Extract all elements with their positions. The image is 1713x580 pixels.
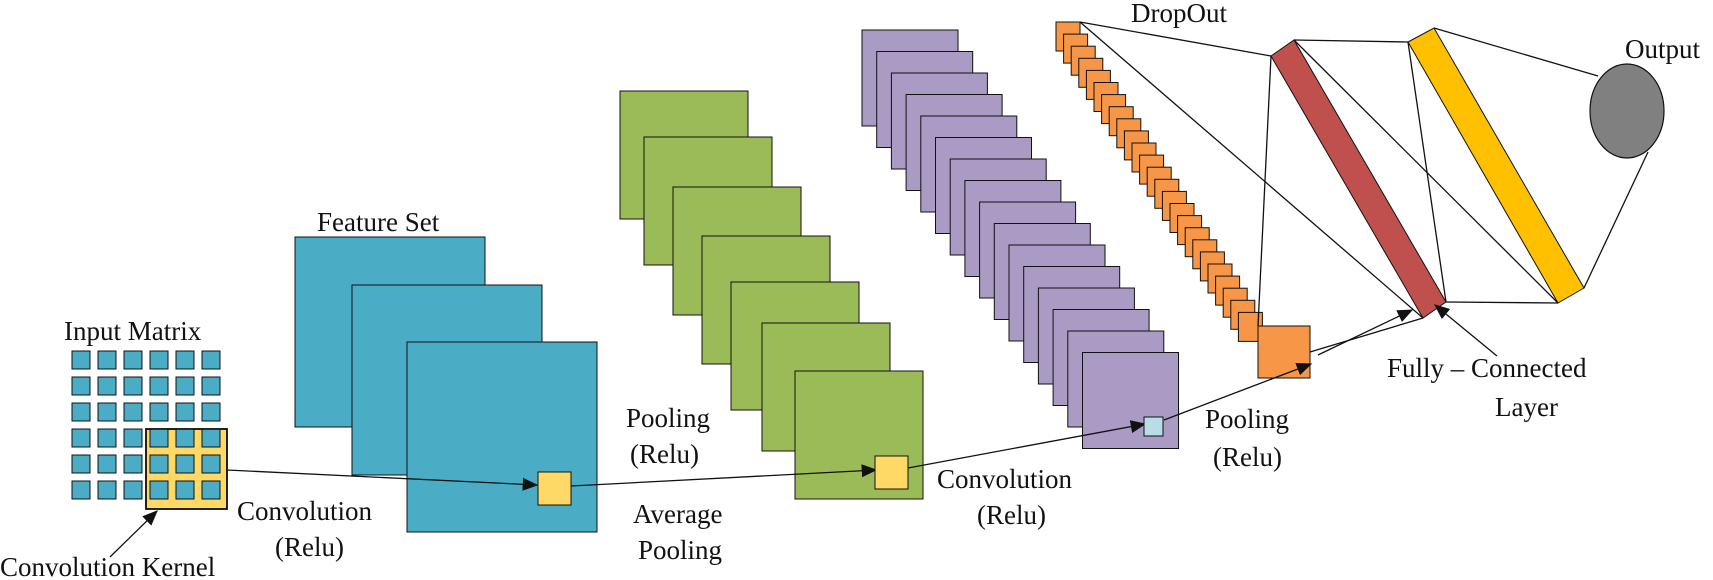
label-convolution-1-relu: (Relu) — [275, 532, 344, 562]
input-matrix-cell — [97, 454, 117, 474]
input-matrix-cell — [123, 428, 143, 448]
pooling-highlight-square — [874, 455, 909, 490]
convolution-maps — [861, 29, 1179, 449]
label-convolution-1: Convolution — [237, 496, 373, 526]
input-matrix-cell — [123, 454, 143, 474]
dropout-maps — [1055, 21, 1311, 379]
kernel-cell — [175, 480, 195, 500]
input-matrix-cell — [97, 402, 117, 422]
feature-set-maps — [294, 236, 598, 533]
input-matrix-cell — [175, 350, 195, 370]
feature-highlight-square — [537, 471, 572, 506]
kernel-cell — [149, 480, 169, 500]
data-flow-arrows — [109, 304, 1498, 558]
output-node — [1589, 63, 1665, 159]
input-matrix-cell — [71, 350, 91, 370]
fully-connected-layer-1 — [1270, 39, 1447, 319]
input-matrix-cell — [175, 402, 195, 422]
input-matrix-cell — [71, 454, 91, 474]
label-average-pooling-2: Pooling — [638, 535, 722, 565]
label-average-pooling: Average — [633, 499, 722, 529]
input-matrix-cell — [97, 376, 117, 396]
label-convolution-2-relu: (Relu) — [977, 500, 1046, 530]
input-matrix-cell — [71, 376, 91, 396]
input-matrix-cell — [71, 402, 91, 422]
input-matrix-cell — [201, 402, 221, 422]
input-matrix-cell — [201, 350, 221, 370]
kernel-cell — [149, 428, 169, 448]
fully-connected-layer-2 — [1407, 27, 1585, 304]
label-convolution-kernel: Convolution Kernel — [0, 552, 215, 580]
connection-lines — [1079, 21, 1649, 353]
label-fully-connected-layer: Layer — [1495, 392, 1558, 422]
input-matrix-cell — [71, 428, 91, 448]
kernel-cell — [175, 428, 195, 448]
kernel-cell — [175, 454, 195, 474]
label-input-matrix: Input Matrix — [64, 316, 202, 346]
kernel-cell — [149, 454, 169, 474]
conv-map — [1082, 352, 1179, 449]
conv-highlight-square — [1143, 416, 1164, 437]
input-matrix-cell — [123, 350, 143, 370]
input-matrix-cell — [175, 376, 195, 396]
input-matrix-grid — [71, 350, 221, 500]
label-pooling-2-relu: (Relu) — [1213, 442, 1282, 472]
kernel-cell — [201, 428, 221, 448]
label-pooling-1-relu: (Relu) — [630, 439, 699, 469]
input-matrix-cell — [201, 376, 221, 396]
label-pooling-2: Pooling — [1205, 404, 1289, 434]
label-pooling-1: Pooling — [626, 403, 710, 433]
input-matrix-cell — [149, 402, 169, 422]
input-matrix-cell — [97, 350, 117, 370]
input-matrix-cell — [123, 480, 143, 500]
label-dropout: DropOut — [1131, 0, 1227, 28]
input-matrix-cell — [123, 376, 143, 396]
label-output: Output — [1625, 34, 1701, 64]
kernel-cell — [201, 480, 221, 500]
input-matrix-cell — [123, 402, 143, 422]
label-convolution-2: Convolution — [937, 464, 1073, 494]
pooling-maps — [619, 90, 924, 500]
kernel-cell — [201, 454, 221, 474]
input-matrix-cell — [97, 480, 117, 500]
input-matrix-cell — [149, 350, 169, 370]
label-fully-connected: Fully – Connected — [1387, 353, 1587, 383]
dropout-map-front — [1257, 325, 1311, 379]
convolution-kernel-box — [145, 428, 228, 510]
input-matrix-cell — [97, 428, 117, 448]
input-matrix-cell — [71, 480, 91, 500]
label-feature-set: Feature Set — [317, 207, 440, 237]
input-matrix-cell — [149, 376, 169, 396]
